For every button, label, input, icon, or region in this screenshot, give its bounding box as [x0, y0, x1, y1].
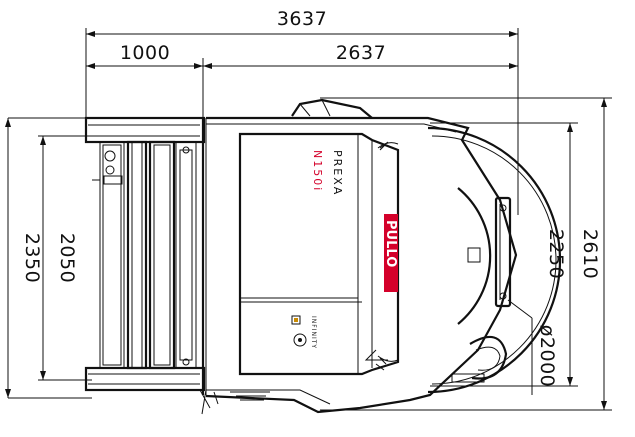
control-panel: INFINITY [291, 315, 317, 349]
model-name-line2: N150i [311, 150, 324, 192]
front-chassis [84, 116, 270, 415]
dimension-front-length: 1000 2637 [86, 42, 518, 118]
dimension-overall-length: 3637 [85, 8, 519, 215]
model-name-line1: PREXA [331, 150, 344, 196]
label-overall-length: 3637 [277, 8, 327, 30]
dimension-width-inner: 2050 [38, 135, 92, 381]
label-diameter: ø2000 [536, 325, 558, 387]
label-width-inner: 2050 [56, 233, 78, 283]
label-front-length: 1000 [120, 42, 170, 64]
machine-body: PREXA N150i PULLO INFINITY [205, 98, 518, 414]
label-rear-length: 2637 [336, 42, 386, 64]
brand-logo: PULLO [383, 214, 398, 292]
rotor-assembly [364, 126, 562, 394]
brand-name: PULLO [383, 220, 398, 267]
panel-label: INFINITY [310, 316, 317, 349]
label-width-total: 2610 [579, 229, 601, 279]
dimension-diameter: ø2000 [507, 299, 558, 395]
label-width-outer: 2350 [21, 233, 43, 283]
dimension-width-total: 2610 [320, 97, 612, 411]
dimension-width-outer: 2350 [5, 117, 92, 399]
